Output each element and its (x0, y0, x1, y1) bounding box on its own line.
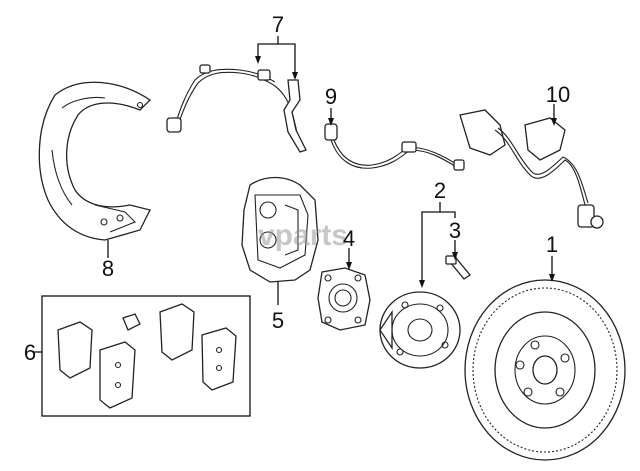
callout-7: 7 (272, 12, 284, 37)
arrow-2 (419, 280, 425, 288)
callout-1: 1 (546, 232, 558, 257)
brake-rotor[interactable] (464, 279, 626, 461)
callout-9: 9 (325, 84, 337, 109)
backing-plate-adapter[interactable] (317, 267, 371, 331)
callout-3: 3 (449, 218, 461, 243)
splash-shield[interactable] (38, 81, 152, 241)
arrow-10 (551, 118, 557, 126)
abs-sensor[interactable] (459, 109, 604, 229)
hub-bolt[interactable] (445, 255, 471, 280)
arrow-7a (255, 56, 261, 64)
callout-4: 4 (343, 226, 355, 251)
callout-6: 6 (24, 340, 36, 365)
arrow-1 (549, 274, 555, 282)
callout-10: 10 (546, 82, 570, 107)
hub-and-bearing[interactable] (379, 291, 461, 369)
arrow-7b (292, 72, 298, 80)
brake-pad-set-box[interactable] (41, 295, 251, 417)
arrow-9 (328, 118, 334, 126)
callout-8: 8 (102, 256, 114, 281)
callout-5: 5 (272, 308, 284, 333)
callout-2: 2 (434, 178, 446, 203)
watermark: vparts (258, 219, 348, 252)
leader-7-bracket (257, 43, 296, 78)
pad-wear-sensor[interactable] (166, 64, 307, 153)
brake-hose[interactable] (324, 123, 465, 171)
arrow-4 (346, 262, 352, 270)
leader-2-bracket (421, 211, 456, 285)
arrow-3 (452, 252, 458, 260)
brake-caliper[interactable] (241, 176, 319, 283)
